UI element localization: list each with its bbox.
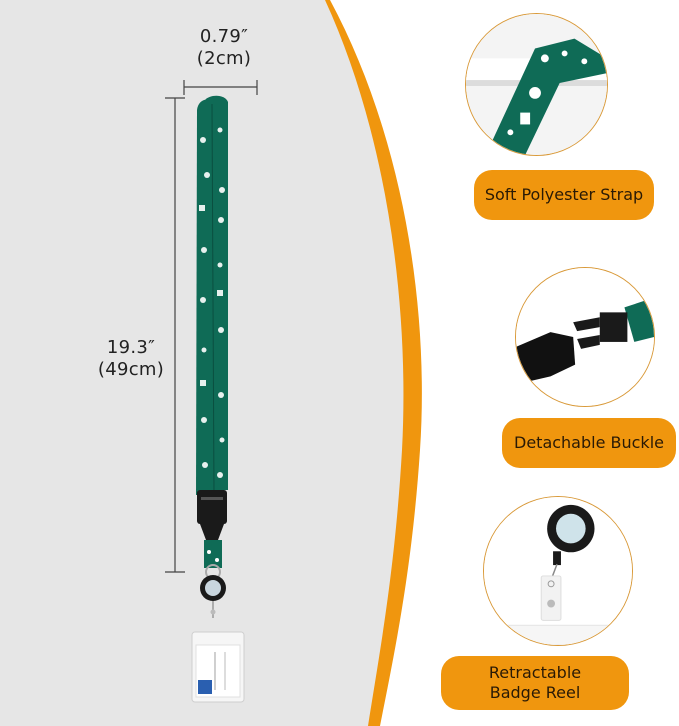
length-inches: 19.3″: [106, 337, 156, 358]
badge-reel-closeup-image: [483, 496, 633, 646]
width-dimension-label: 0.79″ (2cm): [178, 26, 270, 70]
feature-label-soft-polyester-strap: Soft Polyester Strap: [474, 170, 654, 220]
width-dimension-line: [183, 80, 258, 95]
buckle-closeup-icon: [516, 268, 654, 406]
length-cm: (49cm): [97, 359, 165, 380]
badge-reel-closeup-icon: [484, 497, 632, 645]
width-cm: (2cm): [196, 48, 252, 69]
strap-closeup-icon: [466, 14, 607, 155]
length-dimension-label: 19.3″ (49cm): [82, 337, 180, 381]
buckle-closeup-image: [515, 267, 655, 407]
strap-closeup-image: [465, 13, 608, 156]
feature-label-detachable-buckle: Detachable Buckle: [502, 418, 676, 468]
lanyard-illustration: [191, 95, 245, 703]
length-dimension-line: [165, 97, 185, 573]
width-inches: 0.79″: [199, 26, 249, 47]
feature-label-retractable-badge-reel: Retractable Badge Reel: [441, 656, 629, 710]
